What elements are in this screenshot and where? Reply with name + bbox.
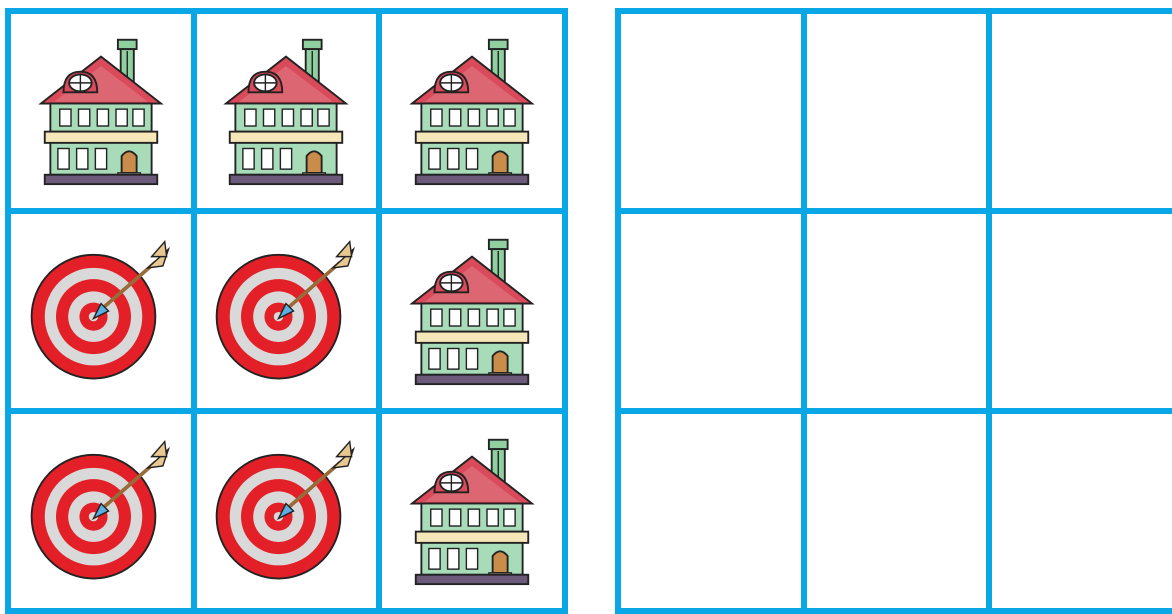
source-grid-cell-r2-c3[interactable] bbox=[382, 214, 568, 414]
answer-grid bbox=[615, 8, 1172, 614]
answer-grid-cell-r1-c1[interactable] bbox=[621, 14, 807, 214]
source-grid-cell-r1-c3[interactable] bbox=[382, 14, 568, 214]
house-icon bbox=[406, 436, 538, 586]
source-grid-cell-r3-c2[interactable] bbox=[197, 414, 383, 614]
answer-grid-cell-r3-c2[interactable] bbox=[807, 414, 993, 614]
target-icon bbox=[26, 236, 176, 386]
answer-grid-cell-r2-c1[interactable] bbox=[621, 214, 807, 414]
house-icon bbox=[406, 36, 538, 186]
source-grid-cell-r3-c3[interactable] bbox=[382, 414, 568, 614]
answer-grid-cell-r1-c2[interactable] bbox=[807, 14, 993, 214]
house-icon bbox=[220, 36, 352, 186]
source-grid-cell-r1-c1[interactable] bbox=[11, 14, 197, 214]
answer-grid-cell-r1-c3[interactable] bbox=[992, 14, 1172, 214]
target-icon bbox=[211, 436, 361, 586]
answer-grid-cell-r3-c1[interactable] bbox=[621, 414, 807, 614]
house-icon bbox=[35, 36, 167, 186]
target-icon bbox=[211, 236, 361, 386]
source-grid bbox=[5, 8, 568, 614]
answer-grid-cell-r3-c3[interactable] bbox=[992, 414, 1172, 614]
source-grid-cell-r2-c2[interactable] bbox=[197, 214, 383, 414]
source-grid-cell-r3-c1[interactable] bbox=[11, 414, 197, 614]
answer-grid-cell-r2-c2[interactable] bbox=[807, 214, 993, 414]
target-icon bbox=[26, 436, 176, 586]
source-grid-cell-r1-c2[interactable] bbox=[197, 14, 383, 214]
source-grid-cell-r2-c1[interactable] bbox=[11, 214, 197, 414]
house-icon bbox=[406, 236, 538, 386]
answer-grid-cell-r2-c3[interactable] bbox=[992, 214, 1172, 414]
